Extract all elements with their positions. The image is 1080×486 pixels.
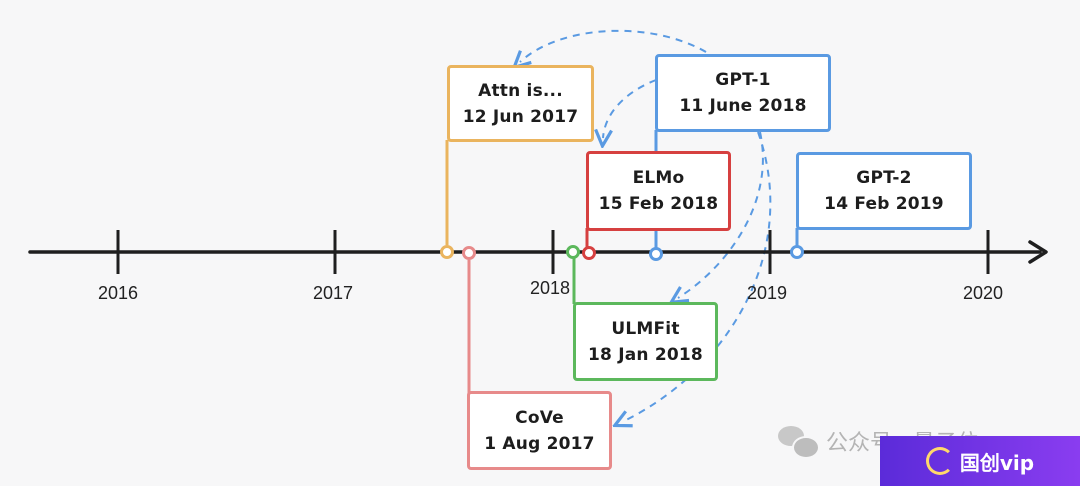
event-title: Attn is... (478, 80, 563, 101)
wechat-icon (778, 424, 820, 459)
corner-badge: 国创vip (880, 436, 1080, 486)
marker-gpt2 (790, 245, 804, 259)
event-box-gpt1: GPT-1 11 June 2018 (655, 54, 831, 132)
event-date: 14 Feb 2019 (824, 194, 944, 214)
event-title: GPT-1 (715, 70, 771, 90)
badge-text: 国创vip (959, 450, 1035, 475)
time-axis: 2016 2017 2018 2019 2020 (28, 230, 1048, 303)
axis-arrow-icon (1028, 240, 1048, 264)
event-box-cove: CoVe 1 Aug 2017 (467, 391, 612, 470)
event-date: 15 Feb 2018 (598, 194, 719, 214)
event-date: 11 June 2018 (679, 96, 807, 116)
marker-cove (462, 246, 476, 260)
event-title: CoVe (515, 407, 564, 428)
influence-arrows (520, 29, 772, 422)
arrow-gpt1-to-elmo (603, 79, 657, 138)
marker-gpt1 (649, 247, 663, 261)
year-label-2018: 2018 (530, 278, 570, 298)
event-box-elmo: ELMo 15 Feb 2018 (586, 151, 731, 231)
badge-logo-icon: 国创vip (925, 447, 1035, 476)
event-date: 18 Jan 2018 (588, 344, 703, 365)
event-markers (440, 245, 804, 261)
year-label-2016: 2016 (98, 283, 138, 303)
event-title: ULMFit (611, 318, 680, 339)
event-date: 1 Aug 2017 (484, 433, 595, 454)
arrow-gpt1-to-attn (520, 29, 707, 62)
event-box-gpt2: GPT-2 14 Feb 2019 (796, 152, 972, 230)
marker-elmo (582, 246, 596, 260)
event-box-ulmfit: ULMFit 18 Jan 2018 (573, 302, 718, 381)
marker-attn (440, 245, 454, 259)
year-label-2019: 2019 (747, 283, 787, 303)
event-date: 12 Jun 2017 (462, 106, 579, 127)
event-box-attn: Attn is... 12 Jun 2017 (447, 65, 594, 142)
arrow-gpt1-to-ulmfit (678, 131, 764, 298)
event-title: ELMo (632, 168, 685, 188)
year-label-2017: 2017 (313, 283, 353, 303)
event-title: GPT-2 (856, 168, 912, 188)
arrow-gpt1-to-cove (622, 131, 772, 422)
year-label-2020: 2020 (963, 283, 1003, 303)
marker-ulmfit (566, 245, 580, 259)
